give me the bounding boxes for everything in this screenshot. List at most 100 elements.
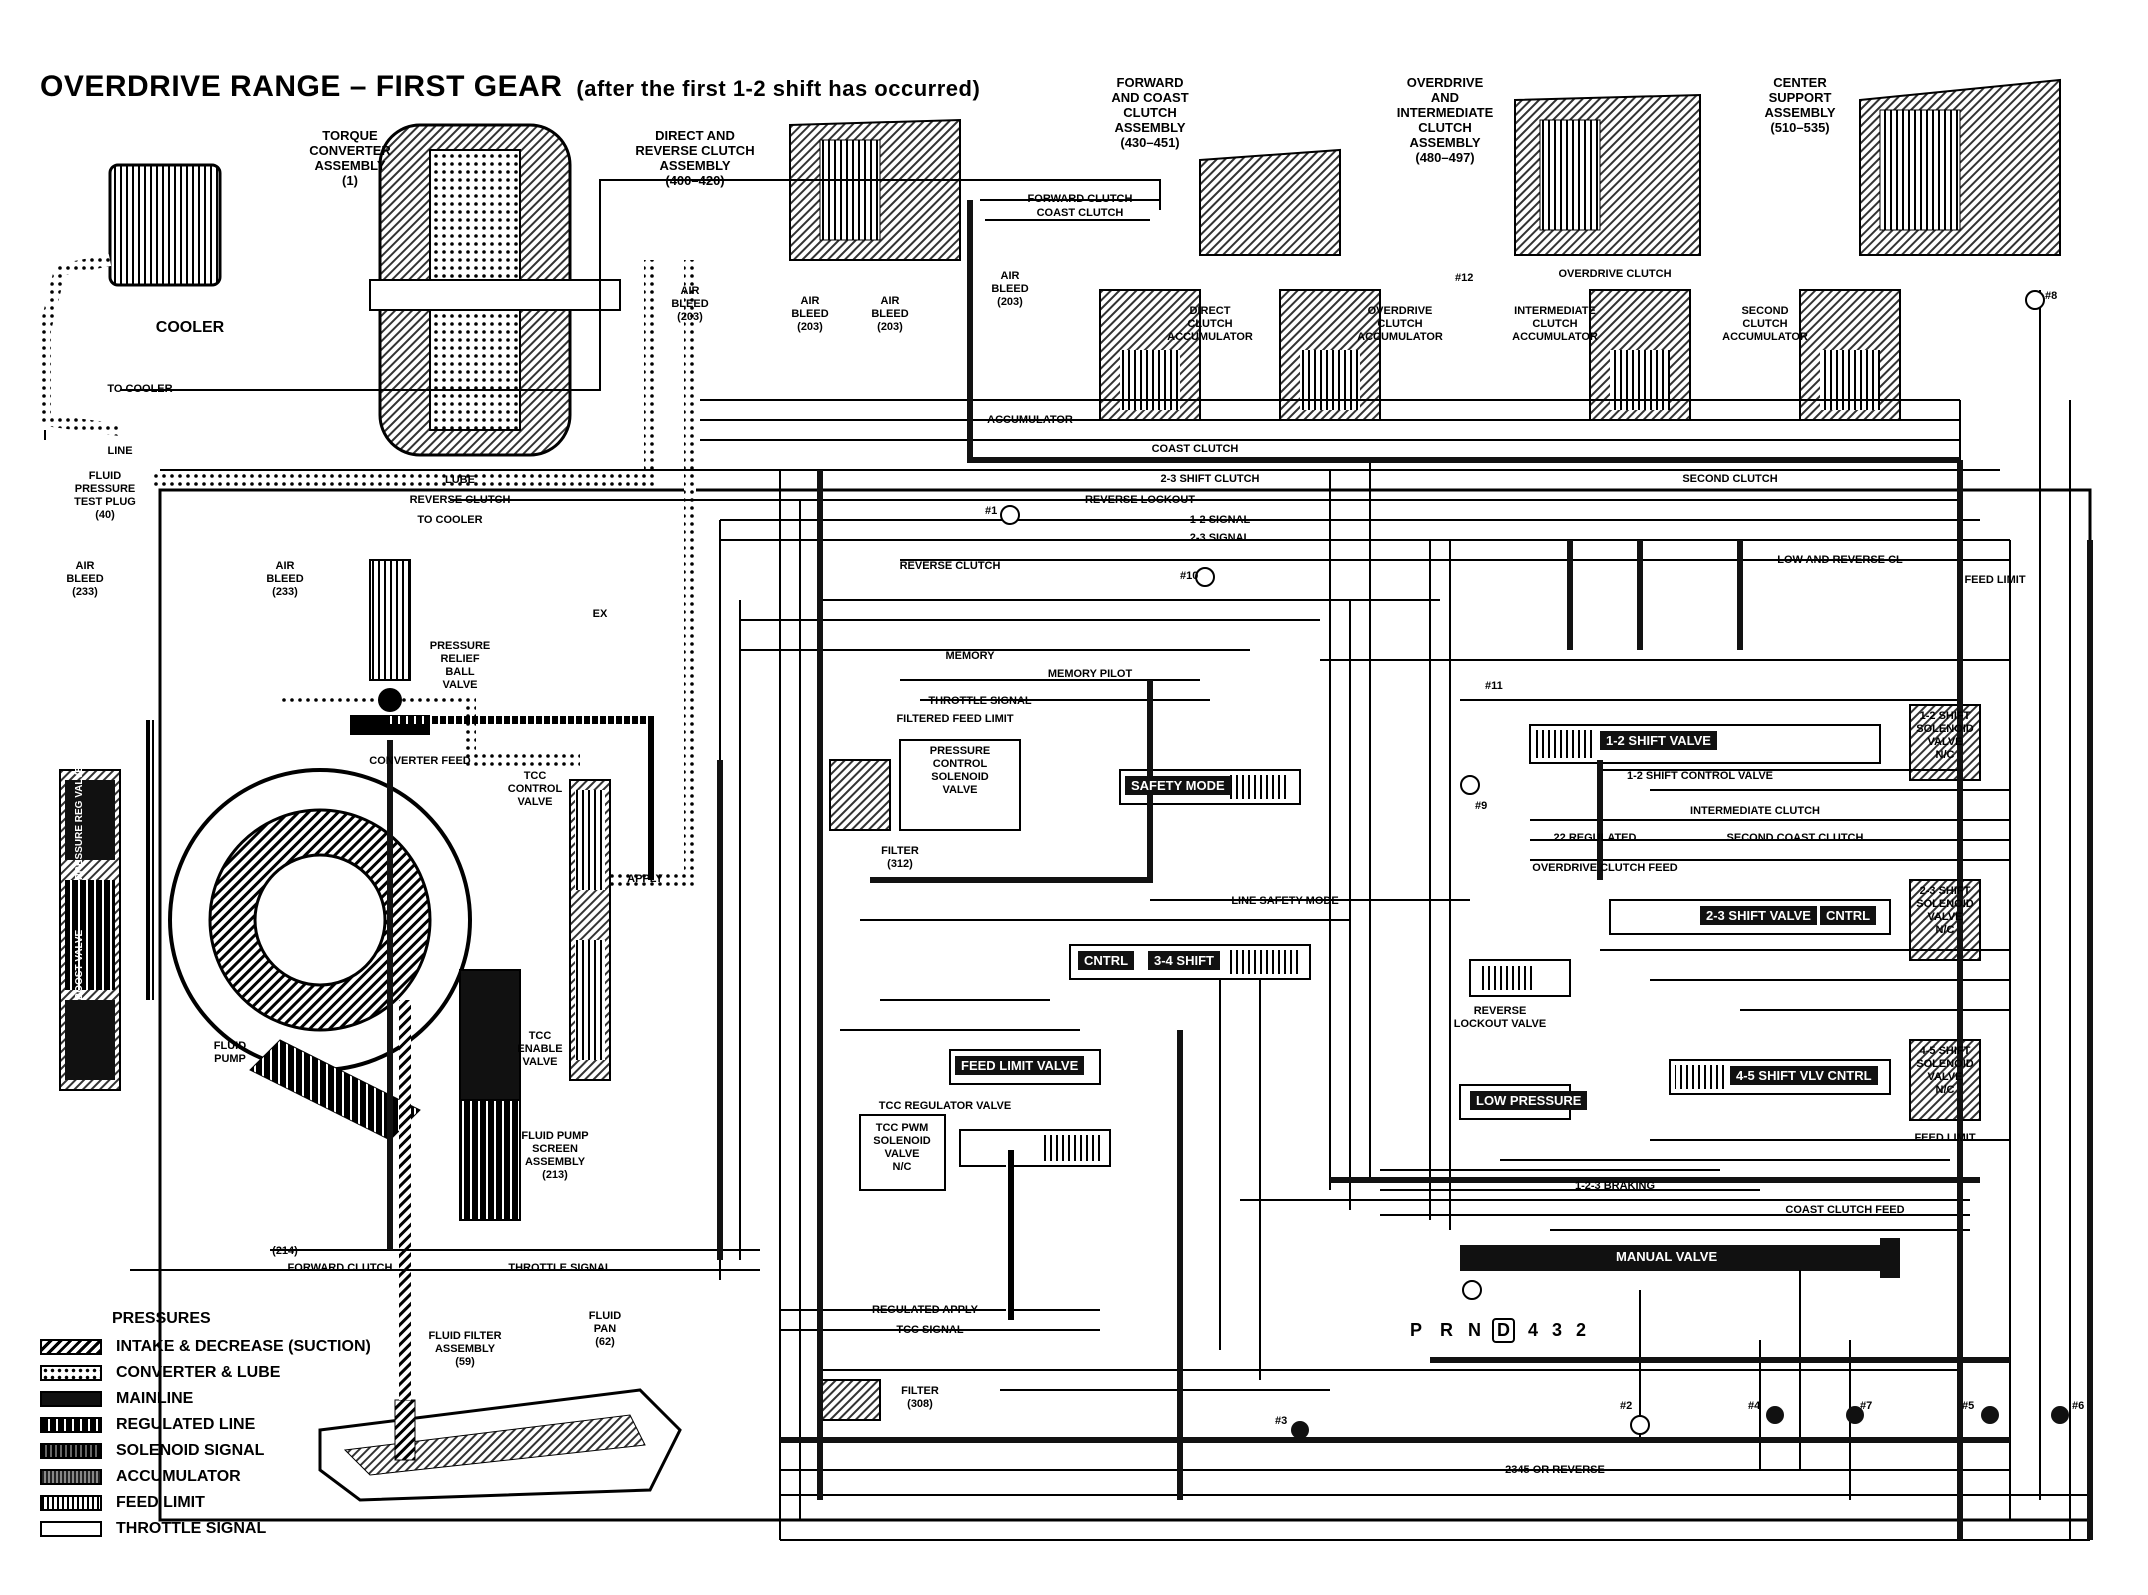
filter-308-body <box>819 1379 881 1421</box>
legend-title: PRESSURES <box>112 1310 211 1327</box>
checkball-4-label: #4 <box>1748 1400 1761 1412</box>
passage-converter-feed: CONVERTER FEED <box>369 755 471 767</box>
passage-23-shift-clutch: 2-3 SHIFT CLUTCH <box>1160 473 1260 485</box>
subtitle-text: (after the first 1-2 shift has occurred) <box>576 76 981 101</box>
tcc-enable-valve-label: TCC ENABLE VALVE <box>517 1030 563 1068</box>
passage-reverse-lockout: REVERSE LOCKOUT <box>1084 494 1195 506</box>
direct-reverse-clutch-drawing <box>789 118 961 261</box>
checkball-2-label: #2 <box>1620 1400 1633 1412</box>
passage-reverse-clutch-2: REVERSE CLUTCH <box>899 560 1001 572</box>
overdrive-intermediate-clutch-drawing <box>1514 93 1701 256</box>
range-214-label: (214) <box>272 1245 298 1257</box>
passage-accumulator: ACCUMULATOR <box>987 414 1073 426</box>
fluid-pan-drawing <box>318 1388 682 1502</box>
shift-solenoid-12-label: 1-2 SHIFT SOLENOID VALVE N/C <box>1916 710 1974 761</box>
safety-mode-valve-label: SAFETY MODE <box>1125 776 1231 795</box>
legend-label: INTAKE & DECREASE (SUCTION) <box>116 1338 371 1355</box>
checkball-1-label: #1 <box>985 505 998 517</box>
checkball-3-label: #3 <box>1275 1415 1288 1427</box>
filter-308-label: FILTER (308) <box>901 1385 939 1410</box>
legend-swatch-converter <box>40 1365 102 1381</box>
gear-2: 2 <box>1576 1320 1587 1340</box>
gear-4: 4 <box>1528 1320 1539 1340</box>
passage-overdrive-clutch-top: OVERDRIVE CLUTCH <box>1558 268 1672 280</box>
passage-low-reverse: LOW AND REVERSE CL <box>1777 554 1903 566</box>
intermediate-clutch-accumulator-label: INTERMEDIATE CLUTCH ACCUMULATOR <box>1512 305 1598 343</box>
tcc-pwm-solenoid-label: TCC PWM SOLENOID VALVE N/C <box>873 1122 931 1173</box>
legend-swatch-throttle <box>40 1521 102 1537</box>
air-bleed-203-label-a: AIR BLEED (203) <box>671 285 709 323</box>
legend-item: SOLENOID SIGNAL <box>40 1438 371 1464</box>
legend-swatch-intake <box>40 1339 102 1355</box>
overdrive-clutch-accumulator-label: OVERDRIVE CLUTCH ACCUMULATOR <box>1357 305 1443 343</box>
exhaust-label: EX <box>592 608 608 620</box>
legend-item: INTAKE & DECREASE (SUCTION) <box>40 1334 371 1360</box>
direct-clutch-accumulator-label: DIRECT CLUTCH ACCUMULATOR <box>1167 305 1253 343</box>
shift-23-solenoid <box>1909 879 1981 961</box>
gear-d-selected: D <box>1492 1318 1515 1343</box>
reverse-lockout-valve-label: REVERSE LOCKOUT VALVE <box>1453 1005 1547 1030</box>
cooler-label: COOLER <box>155 319 225 336</box>
passage-apply: APPLY <box>627 873 663 885</box>
shift-45-valve-label: 4-5 SHIFT VLV CNTRL <box>1730 1066 1878 1085</box>
passage-feed-limit-a: FEED LIMIT <box>1964 574 2026 586</box>
manual-valve-label: MANUAL VALVE <box>1610 1247 1724 1266</box>
passage-22-regulated: 22 REGULATED <box>1553 832 1637 844</box>
shift-solenoid-45-label: 4-5 SHIFT SOLENOID VALVE N/C <box>1916 1045 1974 1096</box>
forward-coast-clutch-label: FORWARD AND COAST CLUTCH ASSEMBLY (430–4… <box>1111 75 1189 150</box>
legend-item: REGULATED LINE <box>40 1412 371 1438</box>
title-text: OVERDRIVE RANGE – FIRST GEAR <box>40 70 563 103</box>
fluid-pump-screen-drawing <box>459 969 521 1221</box>
fluid-pan-label: FLUID PAN (62) <box>588 1310 622 1348</box>
legend-swatch-feed-limit <box>40 1495 102 1511</box>
checkball-5-label: #5 <box>1962 1400 1975 1412</box>
checkball-12-label: #12 <box>1455 272 1474 284</box>
passage-memory-pilot: MEMORY PILOT <box>1047 668 1133 680</box>
passage-to-cooler: TO COOLER <box>107 383 173 395</box>
checkball-11-label: #11 <box>1485 680 1503 692</box>
air-bleed-233-label-a: AIR BLEED (233) <box>66 560 104 598</box>
overdrive-intermediate-clutch-label: OVERDRIVE AND INTERMEDIATE CLUTCH ASSEMB… <box>1396 75 1494 165</box>
legend-item: THROTTLE SIGNAL <box>40 1516 371 1542</box>
shift-45-solenoid <box>1909 1039 1981 1121</box>
fluid-filter-assembly-label: FLUID FILTER ASSEMBLY (59) <box>428 1330 502 1368</box>
gear-3: 3 <box>1552 1320 1563 1340</box>
legend-swatch-accumulator <box>40 1469 102 1485</box>
tcc-pwm-solenoid-body <box>859 1114 946 1191</box>
pressure-relief-valve-drawing <box>350 559 430 735</box>
second-clutch-accumulator-drawing <box>1799 289 1901 421</box>
fluid-pump-label: FLUID PUMP <box>213 1040 247 1065</box>
legend-item: CONVERTER & LUBE <box>40 1360 371 1386</box>
cooler-line <box>39 254 121 436</box>
air-bleed-203-label-d: AIR BLEED (203) <box>991 270 1029 308</box>
passage-forward-clutch-bottom: FORWARD CLUTCH <box>287 1262 393 1274</box>
cntrl-23-label: CNTRL <box>1820 906 1877 925</box>
fluid-pump-drawing <box>168 768 472 1141</box>
checkball-7-label: #7 <box>1860 1400 1873 1412</box>
low-pressure-valve-label: LOW PRESSURE <box>1470 1091 1588 1110</box>
passage-line: LINE <box>107 445 133 457</box>
pressure-control-solenoid-label: PRESSURE CONTROL SOLENOID VALVE <box>929 745 991 796</box>
forward-coast-clutch-drawing <box>1199 148 1341 256</box>
shift-12-solenoid <box>1909 704 1981 781</box>
air-bleed-203-label-c: AIR BLEED (203) <box>871 295 909 333</box>
legend-label: MAINLINE <box>116 1390 194 1407</box>
passage-second-clutch: SECOND CLUTCH <box>1682 473 1778 485</box>
center-support-drawing <box>1859 78 2061 256</box>
passage-123-braking: 1-2-3 BRAKING <box>1574 1180 1656 1192</box>
passage-filtered-feed-limit: FILTERED FEED LIMIT <box>896 713 1014 725</box>
checkball-8-label: #8 <box>2045 290 2058 302</box>
legend-label: ACCUMULATOR <box>116 1468 241 1485</box>
shift-34-valve-label: 3-4 SHIFT <box>1148 951 1220 970</box>
passage-line-safety-mode: LINE SAFETY MODE <box>1231 895 1339 907</box>
pressure-control-solenoid-body <box>899 739 1021 831</box>
torque-converter-drawing <box>369 123 621 457</box>
legend-swatch-solenoid <box>40 1443 102 1459</box>
passage-23-signal: 2-3 SIGNAL <box>1189 532 1251 544</box>
tcc-regulator-valve-label: TCC REGULATOR VALVE <box>878 1100 1012 1112</box>
passage-2345-or-reverse: 2345 OR REVERSE <box>1505 1464 1605 1476</box>
gear-r: R <box>1440 1320 1453 1340</box>
legend-label: THROTTLE SIGNAL <box>116 1520 267 1537</box>
feed-limit-valve-label: FEED LIMIT VALVE <box>955 1056 1085 1075</box>
cooler-drawing <box>108 163 222 287</box>
